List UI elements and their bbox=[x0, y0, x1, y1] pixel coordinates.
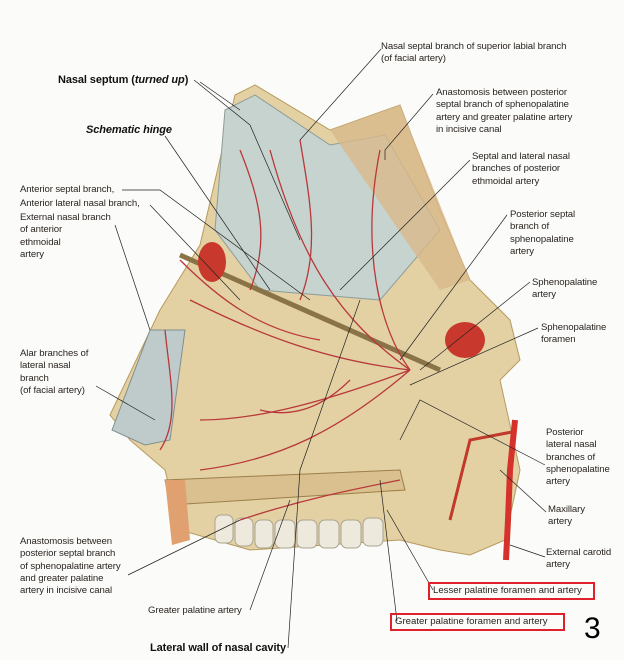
teeth bbox=[214, 514, 384, 549]
label-nasal-septum: Nasal septum (turned up) bbox=[58, 74, 188, 86]
sphenoid-sinus bbox=[445, 322, 485, 358]
label-sphenopalatine-foramen: Sphenopalatine foramen bbox=[541, 322, 607, 346]
label-anastomosis-top: Anastomosis between posterior septal bra… bbox=[436, 87, 573, 135]
figure-number: 3 bbox=[584, 612, 601, 645]
label-alar-branches: Alar branches of lateral nasal branch (o… bbox=[20, 348, 89, 396]
label-posterior-lateral-nasal: Posterior lateral nasal branches of sphe… bbox=[546, 427, 610, 488]
label-nasal-septum-end: ) bbox=[184, 74, 189, 86]
label-maxillary-artery: Maxillary artery bbox=[548, 504, 585, 528]
label-nasal-septum-text: Nasal septum ( bbox=[58, 74, 135, 86]
leader-lines bbox=[95, 48, 547, 649]
artery-branches bbox=[159, 139, 411, 521]
maxillary-artery-vessel bbox=[448, 430, 513, 521]
label-schematic-hinge: Schematic hinge bbox=[86, 124, 172, 136]
label-turned-up: turned up bbox=[134, 74, 185, 86]
septum-bone-edge bbox=[330, 105, 470, 290]
label-greater-palatine-artery: Greater palatine artery bbox=[148, 605, 242, 616]
label-anastomosis-bottom: Anastomosis between posterior septal bra… bbox=[20, 536, 121, 597]
frontal-sinus bbox=[198, 242, 226, 282]
external-carotid-artery bbox=[503, 419, 518, 561]
nasal-ala bbox=[111, 329, 186, 446]
label-sphenopalatine-artery: Sphenopalatine artery bbox=[532, 277, 598, 301]
upper-lip bbox=[165, 480, 190, 545]
label-greater-palatine-foramen-highlighted: Greater palatine foramen and artery bbox=[390, 613, 565, 631]
figure-title: Lateral wall of nasal cavity bbox=[150, 642, 286, 654]
label-nasal-septal-branch: Nasal septal branch of superior labial b… bbox=[381, 41, 567, 65]
label-anterior-septal: Anterior septal branch, bbox=[20, 184, 115, 195]
label-posterior-septal: Posterior septal branch of sphenopalatin… bbox=[510, 209, 576, 257]
schematic-hinge-rod bbox=[178, 252, 442, 373]
label-lesser-palatine-highlighted: Lesser palatine foramen and artery bbox=[428, 582, 595, 600]
label-external-carotid: External carotid artery bbox=[546, 547, 612, 571]
label-anterior-lateral-nasal: Anterior lateral nasal branch, bbox=[20, 198, 140, 209]
label-septal-lateral-nasal: Septal and lateral nasal branches of pos… bbox=[472, 151, 570, 187]
label-external-nasal: External nasal branch of anterior ethmoi… bbox=[20, 212, 111, 260]
